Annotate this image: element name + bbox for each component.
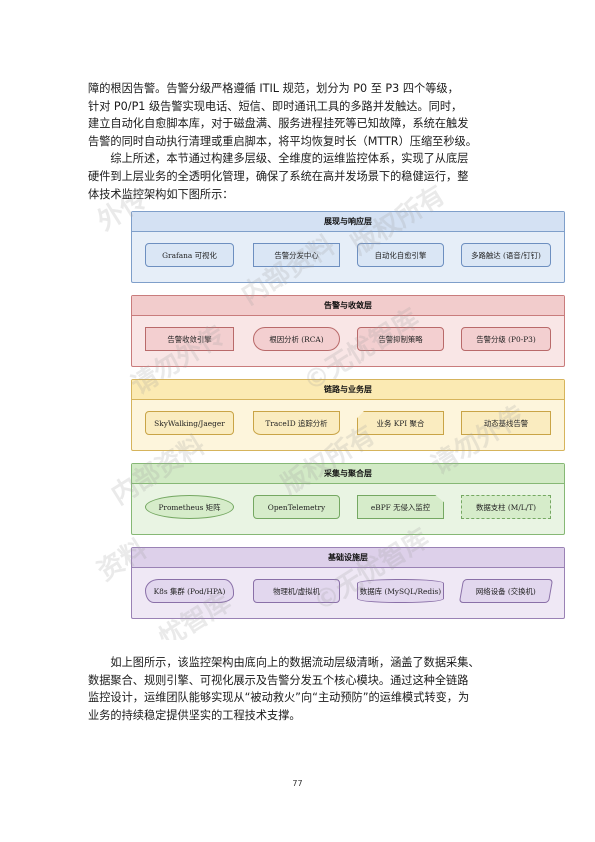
module-alert-suppression: 告警抑制策略 <box>357 327 444 351</box>
paragraph-line: 数据聚合、规则引擎、可视化展示及告警分发五个核心模块。通过这种全链路 <box>88 673 469 687</box>
module-database: 数据库 (MySQL/Redis) <box>357 579 444 603</box>
module-multi-channel-notify: 多路触达 (语音/钉钉) <box>461 243 551 267</box>
module-alert-convergence-engine: 告警收敛引擎 <box>145 327 234 351</box>
layer-alert-convergence: 告警与收敛层 告警收敛引擎 根因分析 (RCA) 告警抑制策略 告警分级 (P0… <box>131 295 565 367</box>
module-physical-virtual-machines: 物理机/虚拟机 <box>253 579 340 603</box>
layer-presentation-response: 展现与响应层 Grafana 可视化 告警分发中心 自动化自愈引擎 多路触达 (… <box>131 211 565 283</box>
layer-title: 链路与业务层 <box>132 380 564 400</box>
layer-infrastructure: 基础设施层 K8s 集群 (Pod/HPA) 物理机/虚拟机 数据库 (MySQ… <box>131 547 565 619</box>
module-traceid-analysis: TraceID 追踪分析 <box>253 411 340 435</box>
module-grafana: Grafana 可视化 <box>145 243 234 267</box>
paragraph-line: 业务的持续稳定提供坚实的工程技术支撑。 <box>88 708 301 722</box>
layer-title: 展现与响应层 <box>132 212 564 232</box>
module-k8s-cluster: K8s 集群 (Pod/HPA) <box>145 579 234 603</box>
monitoring-architecture-diagram: 展现与响应层 Grafana 可视化 告警分发中心 自动化自愈引擎 多路触达 (… <box>131 211 565 619</box>
paragraph-line: 障的根因告警。告警分级严格遵循 ITIL 规范，划分为 P0 至 P3 四个等级… <box>88 82 459 95</box>
module-prometheus: Prometheus 矩阵 <box>145 495 234 519</box>
summary-paragraph: 如上图所示，该监控架构由底向上的数据流动层级清晰，涵盖了数据采集、 数据聚合、规… <box>88 654 508 724</box>
module-alert-levels: 告警分级 (P0-P3) <box>461 327 551 351</box>
paragraph-line: 如上图所示，该监控架构由底向上的数据流动层级清晰，涵盖了数据采集、 <box>88 656 480 669</box>
paragraph-line: 硬件到上层业务的全透明化管理，确保了系统在高并发场景下的稳健运行，整 <box>88 169 469 183</box>
paragraph-line: 建立自动化自愈脚本库，对于磁盘满、服务进程挂死等已知故障，系统在触发 <box>88 117 469 131</box>
intro-paragraph: 障的根因告警。告警分级严格遵循 ITIL 规范，划分为 P0 至 P3 四个等级… <box>88 80 508 203</box>
module-rca: 根因分析 (RCA) <box>253 327 340 351</box>
layer-tracing-business: 链路与业务层 SkyWalking/Jaeger TraceID 追踪分析 业务… <box>131 379 565 451</box>
page-number: 77 <box>292 779 303 788</box>
layer-title: 基础设施层 <box>132 548 564 568</box>
paragraph-line: 体技术监控架构如下图所示： <box>88 187 234 201</box>
paragraph-line: 告警的同时自动执行清理或重启脚本，将平均恢复时长（MTTR）压缩至秒级。 <box>88 134 477 148</box>
paragraph-line: 综上所述，本节通过构建多层级、全维度的运维监控体系，实现了从底层 <box>88 152 469 166</box>
layer-collection-aggregation: 采集与聚合层 Prometheus 矩阵 OpenTelemetry eBPF … <box>131 463 565 535</box>
module-data-pillars: 数据支柱 (M/L/T) <box>461 495 551 519</box>
paragraph-line: 监控设计，运维团队能够实现从“被动救火”向“主动预防”的运维模式转变，为 <box>88 691 470 705</box>
module-alert-dispatch: 告警分发中心 <box>253 243 340 267</box>
module-auto-healing: 自动化自愈引擎 <box>357 243 444 267</box>
module-opentelemetry: OpenTelemetry <box>253 495 340 519</box>
module-dynamic-baseline: 动态基线告警 <box>461 411 551 435</box>
layer-title: 告警与收敛层 <box>132 296 564 316</box>
module-skywalking-jaeger: SkyWalking/Jaeger <box>145 411 234 435</box>
paragraph-line: 针对 P0/P1 级告警实现电话、短信、即时通讯工具的多路并发触达。同时， <box>88 99 463 113</box>
module-business-kpi: 业务 KPI 聚合 <box>357 411 444 435</box>
module-network-devices: 网络设备 (交换机) <box>458 579 554 603</box>
module-ebpf: eBPF 无侵入监控 <box>357 495 444 519</box>
layer-title: 采集与聚合层 <box>132 464 564 484</box>
